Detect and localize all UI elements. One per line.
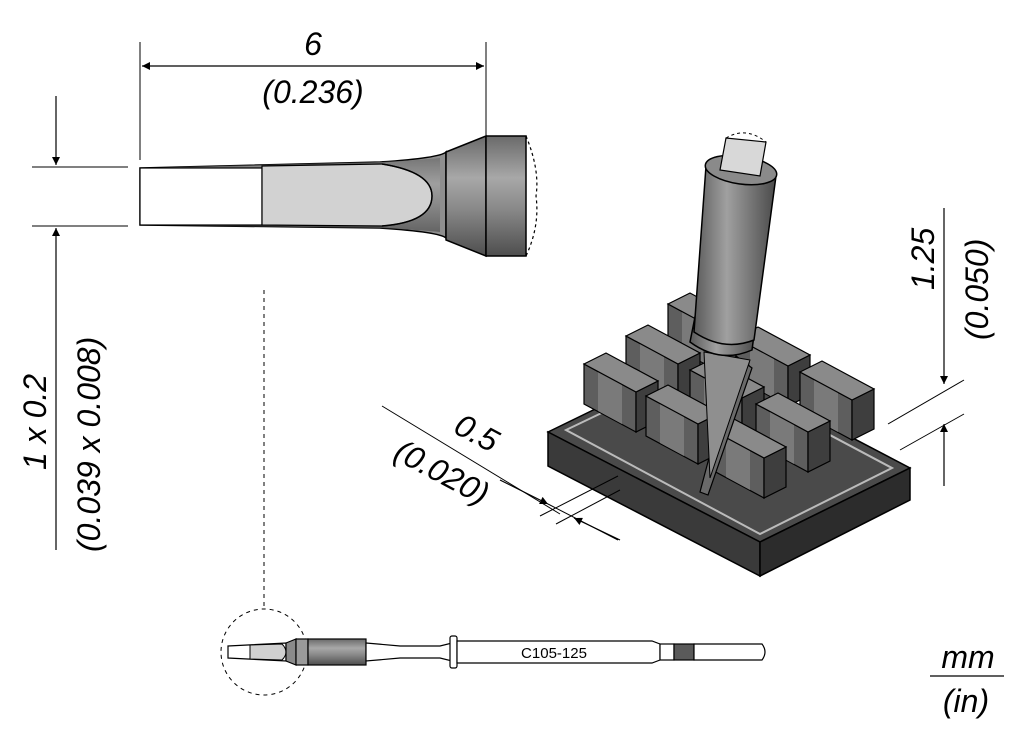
full-tip-view: C105-125 (220, 608, 766, 696)
tip-collar (485, 135, 527, 257)
break-line (525, 135, 538, 257)
unit-primary: mm (941, 639, 994, 675)
units-legend: mm (in) (930, 639, 1004, 719)
tip-side-view: 6 (0.236) 1 x 0.2 (0.039 x 0.008) (17, 26, 538, 608)
width-extension-1 (381, 405, 561, 515)
height-mm-label: 1.25 (905, 228, 941, 290)
heater-element (719, 137, 767, 177)
shaft-end (693, 643, 766, 661)
length-mm-label: 6 (304, 26, 322, 62)
width-arrow-1 (499, 479, 549, 505)
shaft-band (673, 643, 695, 661)
smd-chip (798, 360, 876, 442)
tinned-area (261, 163, 433, 227)
iron-sleeve (693, 165, 777, 346)
isometric-view: 0.5 (0.020) 1.25 (0.050) (381, 132, 995, 578)
tip-front (139, 167, 263, 226)
shaft-ring (449, 635, 458, 669)
height-in-label: (0.050) (959, 239, 995, 340)
tip-size-mm-label: 1 x 0.2 (17, 374, 53, 470)
part-number: C105-125 (521, 645, 587, 662)
shaft-sleeve (307, 638, 367, 666)
length-in-label: (0.236) (262, 74, 363, 110)
height-extension-1 (887, 379, 965, 425)
tip-collar-taper (445, 134, 487, 258)
pcb-side (759, 466, 911, 578)
unit-secondary: (in) (943, 683, 989, 719)
tip-size-in-label: (0.039 x 0.008) (71, 337, 107, 552)
